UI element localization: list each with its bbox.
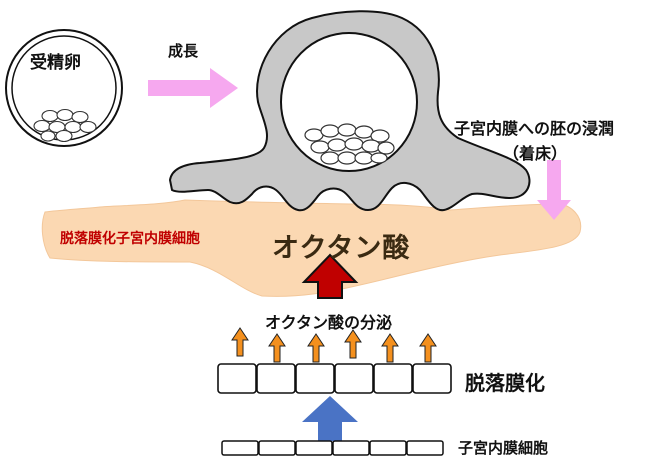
growth-label: 成長 [168, 42, 199, 60]
fertilized-egg-icon [5, 29, 123, 147]
decidualization-label: 脱落膜化 [465, 371, 545, 395]
implantation-label: （着床） [503, 144, 568, 163]
endometrial-cell-row [221, 440, 444, 456]
invasion-arrow [537, 160, 571, 220]
blue-up-arrow [302, 396, 358, 441]
invasion-label: 子宮内膜への胚の浸潤 [454, 119, 615, 138]
orange-secretion-arrows [231, 327, 437, 363]
octanoic-acid-label: オクタン酸 [272, 233, 411, 264]
decidual-cell-row [217, 363, 452, 394]
secretion-label: オクタン酸の分泌 [265, 313, 393, 332]
growth-arrow [148, 68, 238, 108]
embryo-inner-cavity [280, 32, 418, 172]
decidual-cells-label: 脱落膜化子宮内膜細胞 [60, 231, 200, 247]
fertilized-egg-label: 受精卵 [30, 53, 81, 73]
embryo-cell-cluster [304, 123, 395, 165]
red-up-arrow [301, 253, 359, 299]
endometrial-cells-label: 子宮内膜細胞 [458, 439, 549, 457]
decidual-tissue [41, 199, 582, 297]
